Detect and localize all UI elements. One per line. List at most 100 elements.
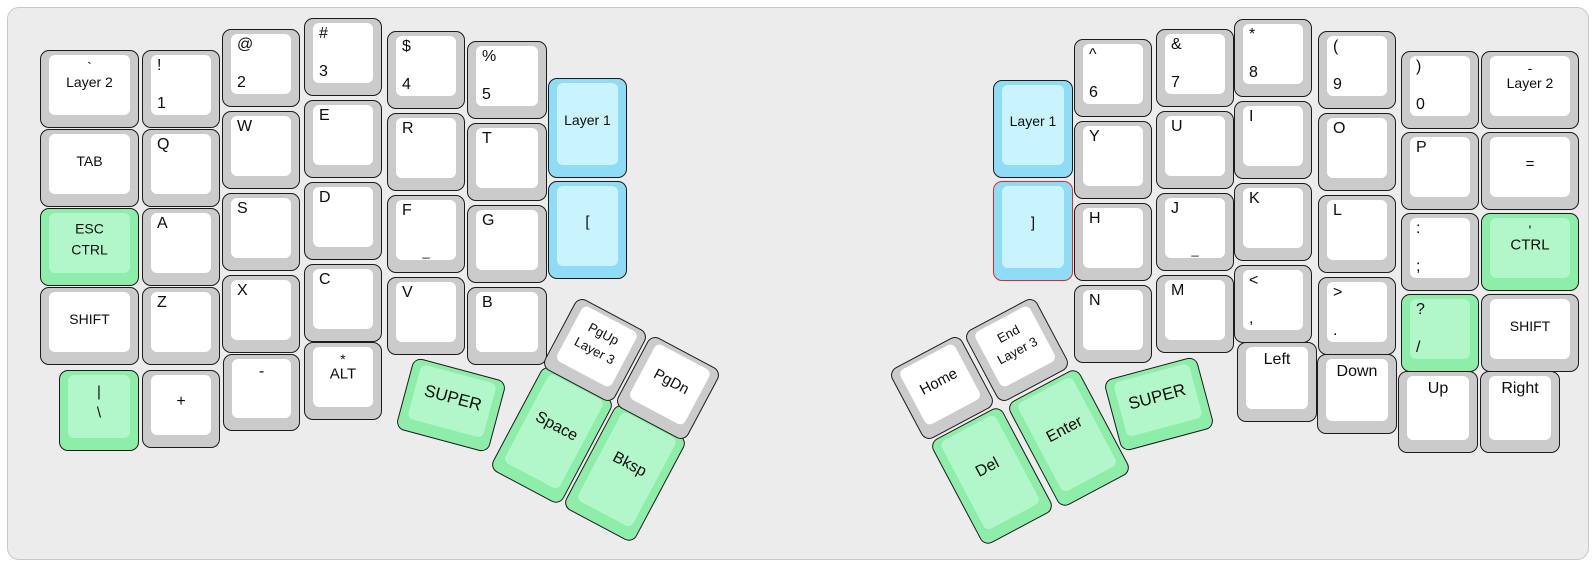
key-label: I	[1249, 108, 1254, 125]
key-o[interactable]: O	[1318, 113, 1396, 191]
key-tab[interactable]: TAB	[40, 129, 139, 207]
key-v[interactable]: V	[387, 277, 465, 355]
key-label: SHIFT	[69, 311, 110, 327]
keycap-face: TAB	[49, 134, 130, 194]
key-w[interactable]: W	[222, 111, 300, 189]
key-d[interactable]: D	[304, 182, 382, 260]
keycap-face: End Layer 3	[973, 304, 1058, 389]
key-b[interactable]: B	[467, 287, 547, 365]
key-minus-left[interactable]: -	[223, 354, 300, 431]
key-esc-ctrl[interactable]: ESC CTRL	[40, 208, 139, 286]
key-c[interactable]: C	[304, 264, 382, 342]
keycap-face: >.	[1327, 282, 1387, 342]
key-label: End Layer 3	[994, 321, 1041, 368]
keycap-face: A	[151, 213, 211, 273]
key-8[interactable]: *8	[1234, 19, 1312, 97]
keycap-face: (9	[1327, 36, 1387, 96]
key-left[interactable]: Left	[1237, 342, 1317, 422]
key-layer1-left[interactable]: Layer 1	[548, 78, 627, 178]
key-label: J	[1171, 200, 1179, 217]
keycap-face: | \	[68, 375, 130, 438]
key-label: ;	[1416, 258, 1421, 275]
key-label: Bksp	[609, 448, 650, 481]
key-plus[interactable]: +	[142, 370, 220, 448]
key-semicolon[interactable]: :;	[1401, 213, 1479, 291]
key-label: )	[1416, 58, 1422, 75]
key-asterisk-alt[interactable]: *ALT	[304, 342, 382, 420]
key-label: 8	[1249, 64, 1258, 81]
key-shift-right[interactable]: SHIFT	[1481, 294, 1579, 372]
key-label: Enter	[1043, 413, 1086, 447]
key-z[interactable]: Z	[142, 287, 220, 365]
keycap-face: SUPER	[407, 363, 497, 439]
key-f[interactable]: F_	[387, 195, 465, 273]
key-label: L	[1333, 202, 1342, 219]
keycap-face: C	[313, 269, 373, 329]
key-label: K	[1249, 190, 1260, 207]
key-pipe-backslash[interactable]: | \	[59, 370, 139, 451]
key-label: 1	[157, 95, 166, 112]
keycap-face: O	[1327, 118, 1387, 178]
key-p[interactable]: P	[1401, 132, 1479, 210]
key-up[interactable]: Up	[1398, 371, 1478, 453]
key-l[interactable]: L	[1318, 195, 1396, 273]
key-g[interactable]: G	[467, 205, 547, 283]
key-slash[interactable]: ?/	[1401, 294, 1479, 372]
key-label: 4	[402, 76, 411, 93]
key-n[interactable]: N	[1074, 285, 1152, 363]
key-quote-ctrl[interactable]: 'CTRL	[1481, 213, 1579, 291]
key-label: U	[1171, 118, 1183, 135]
key-a[interactable]: A	[142, 208, 220, 286]
key-label: E	[319, 107, 330, 124]
keycap-face: +	[151, 375, 211, 435]
key-x[interactable]: X	[222, 275, 300, 353]
key-t[interactable]: T	[467, 123, 547, 201]
key-1[interactable]: !1	[142, 50, 220, 128]
keycap-face: -Layer 2	[1490, 56, 1570, 116]
key-label: D	[319, 189, 331, 206]
key-0[interactable]: )0	[1401, 51, 1479, 129]
key-e[interactable]: E	[304, 100, 382, 178]
key-label: &	[1171, 36, 1182, 53]
key-down[interactable]: Down	[1317, 354, 1397, 434]
key-right[interactable]: Right	[1480, 371, 1560, 453]
key-4[interactable]: $4	[387, 31, 465, 109]
key-rbracket[interactable]: ]	[993, 181, 1073, 281]
key-9[interactable]: (9	[1318, 31, 1396, 109]
key-i[interactable]: I	[1234, 101, 1312, 179]
key-3[interactable]: #3	[304, 18, 382, 96]
key-layer1-right[interactable]: Layer 1	[993, 80, 1073, 178]
key-period[interactable]: >.	[1318, 277, 1396, 355]
key-k[interactable]: K	[1234, 183, 1312, 261]
key-h[interactable]: H	[1074, 203, 1152, 281]
key-q[interactable]: Q	[142, 129, 220, 207]
key-2[interactable]: @2	[222, 29, 300, 107]
key-grave-layer2[interactable]: `Layer 2	[40, 50, 139, 128]
key-label: ?	[1416, 301, 1425, 318]
key-s[interactable]: S	[222, 193, 300, 271]
keycap-face: SUPER	[1113, 362, 1203, 438]
key-label: M	[1171, 282, 1185, 299]
keycap-face: Right	[1489, 376, 1551, 440]
key-label: SUPER	[1126, 380, 1188, 414]
key-minus-layer2[interactable]: -Layer 2	[1481, 51, 1579, 129]
key-label: O	[1333, 120, 1346, 137]
key-super-left[interactable]: SUPER	[395, 356, 507, 454]
key-label: G	[482, 212, 495, 229]
key-label: -	[1527, 60, 1533, 76]
key-lbracket[interactable]: [	[548, 181, 627, 279]
key-comma[interactable]: <,	[1234, 265, 1312, 343]
key-5[interactable]: %5	[467, 41, 547, 119]
key-super-right[interactable]: SUPER	[1103, 355, 1215, 453]
key-7[interactable]: &7	[1156, 29, 1234, 107]
key-label: Layer 1	[1009, 113, 1057, 129]
key-6[interactable]: ^6	[1074, 39, 1152, 117]
key-equals[interactable]: =	[1481, 132, 1579, 210]
key-y[interactable]: Y	[1074, 121, 1152, 199]
key-r[interactable]: R	[387, 113, 465, 191]
keycap-face: P	[1410, 137, 1470, 197]
key-u[interactable]: U	[1156, 111, 1234, 189]
key-m[interactable]: M	[1156, 275, 1234, 353]
key-shift-left[interactable]: SHIFT	[40, 287, 139, 365]
key-j[interactable]: J_	[1156, 193, 1234, 271]
